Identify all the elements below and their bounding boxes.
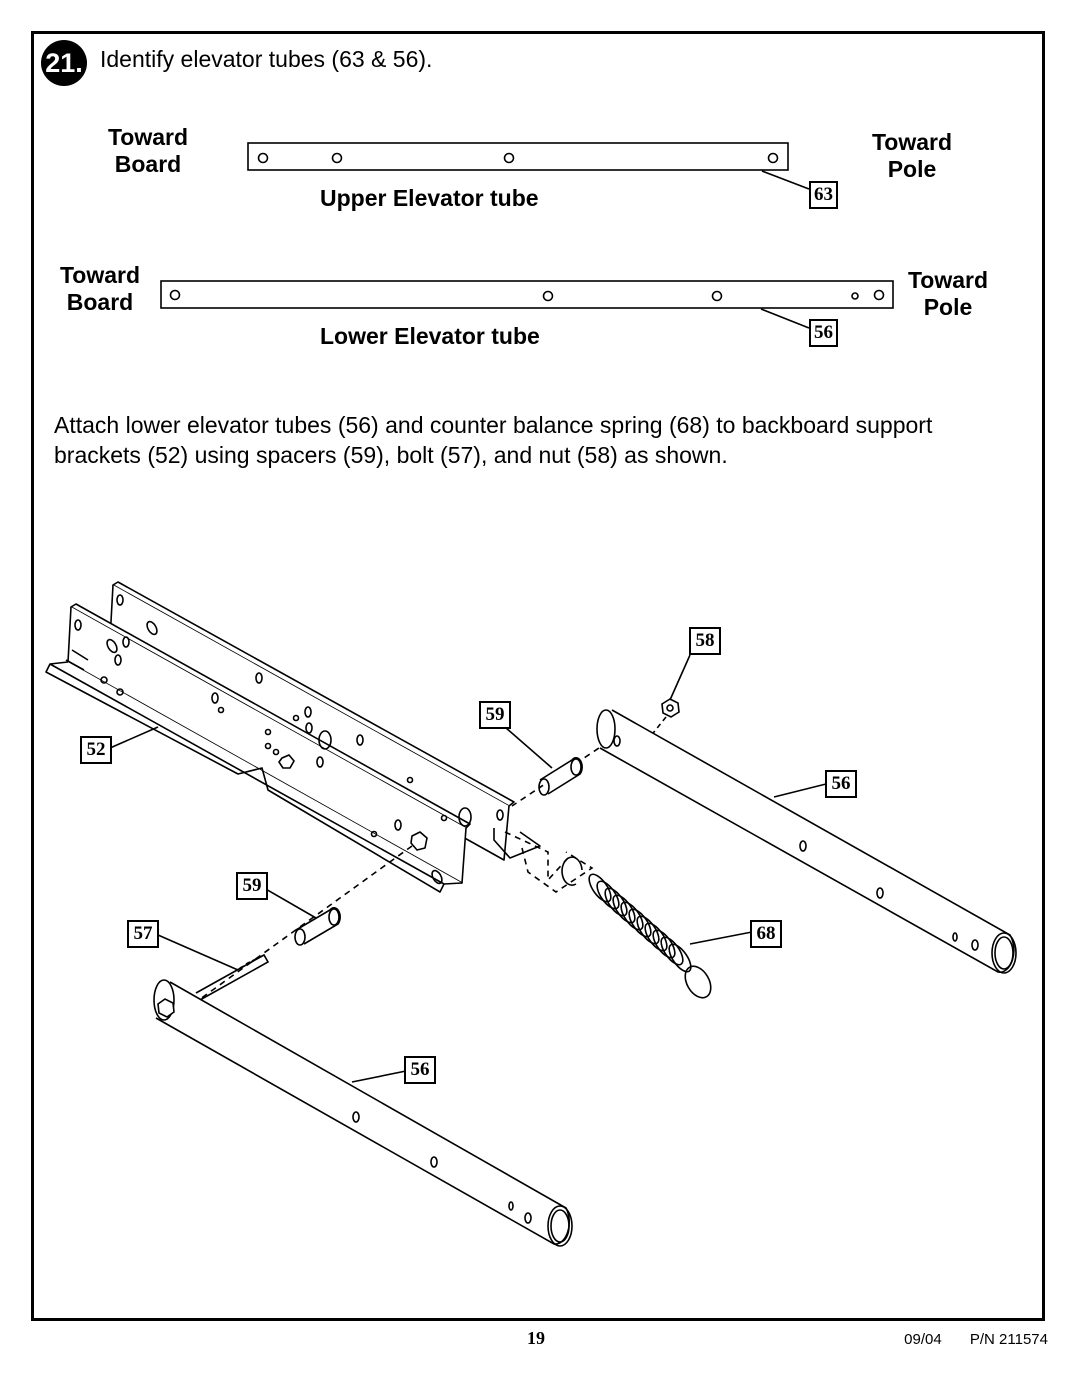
support-brackets-drawing xyxy=(45,581,541,893)
upper-tube-title: Upper Elevator tube xyxy=(320,185,539,211)
callout-part-56-lower: 56 xyxy=(809,319,838,347)
callout-spacer-59-bottom: 59 xyxy=(236,872,268,900)
spring-drawing xyxy=(561,856,753,999)
callout-bolt-57: 57 xyxy=(127,920,159,948)
callout-part-63: 63 xyxy=(809,181,838,209)
page-frame xyxy=(31,31,1045,1321)
callout-tube-56-right: 56 xyxy=(825,770,857,798)
bolt-drawing xyxy=(157,934,270,1001)
step-number-badge: 21. xyxy=(41,40,87,86)
spacer-top-drawing xyxy=(505,727,583,796)
footer-meta: 09/04 P/N 211574 xyxy=(880,1331,1048,1348)
upper-elevator-tube-drawing xyxy=(247,142,810,190)
callout-spring-68: 68 xyxy=(750,920,782,948)
callout-nut-58: 58 xyxy=(689,627,721,655)
assembly-instruction-paragraph: Attach lower elevator tubes (56) and cou… xyxy=(54,412,933,468)
nut-drawing xyxy=(649,654,691,738)
footer-part-number: P/N 211574 xyxy=(969,1331,1048,1348)
step-instruction: Identify elevator tubes (63 & 56). xyxy=(100,46,433,72)
right-lower-tube-drawing xyxy=(596,709,1017,974)
callout-tube-56-left: 56 xyxy=(404,1056,436,1084)
lower-tube-title: Lower Elevator tube xyxy=(320,323,540,349)
spacer-bottom-drawing xyxy=(263,887,341,946)
page-number: 19 xyxy=(527,1328,545,1348)
left-lower-tube-drawing xyxy=(153,979,573,1247)
lower-elevator-tube-drawing xyxy=(160,280,894,329)
footer-date: 09/04 xyxy=(904,1331,942,1348)
callout-bracket-52: 52 xyxy=(80,736,112,764)
callout-spacer-59-top: 59 xyxy=(479,701,511,729)
